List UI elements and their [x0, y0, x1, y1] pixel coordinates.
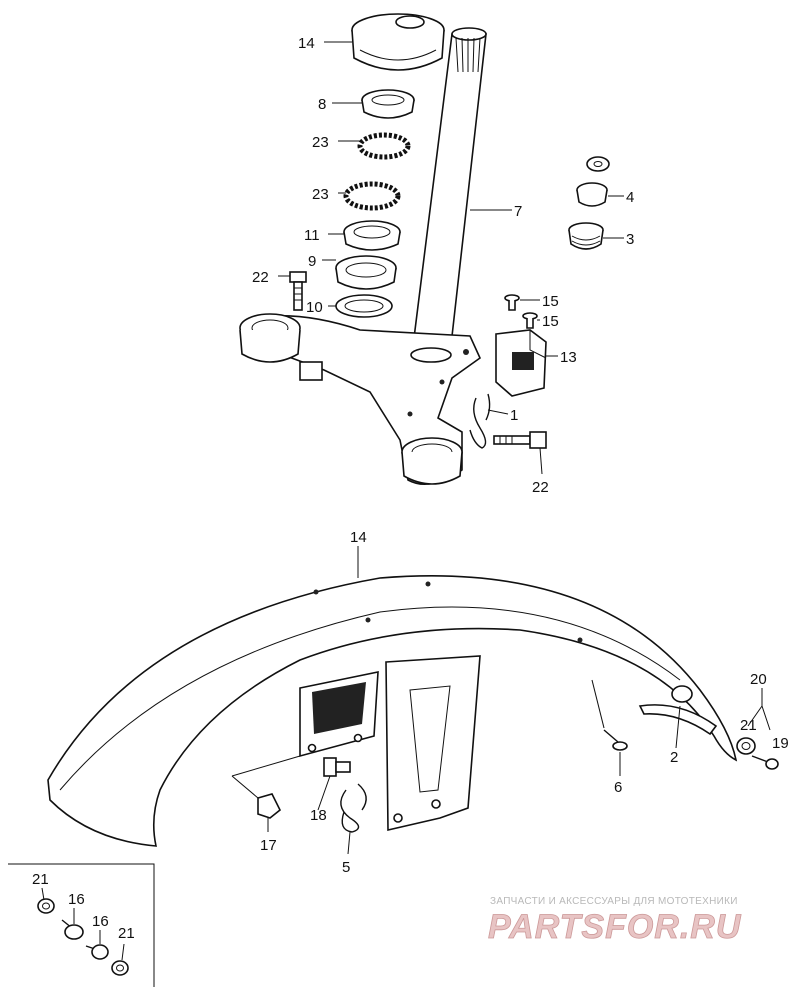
- ball-race-part: [343, 220, 401, 251]
- watermark-brand: PARTSFOR.RU: [488, 908, 742, 946]
- watermark: ЗАПЧАСТИ И АКСЕССУАРЫ ДЛЯ МОТОТЕХНИКИ PA…: [488, 896, 742, 946]
- rubber-bush-part: [568, 222, 604, 250]
- bracket-nut-part: [257, 793, 282, 819]
- callout-12: 14: [298, 35, 315, 52]
- callout-21-inset-top: 21: [32, 871, 49, 888]
- screw-upper-part: [504, 294, 520, 311]
- steel-balls-upper-part: [357, 132, 411, 160]
- rear-bolt-part: [751, 755, 779, 770]
- callout-8: 8: [318, 96, 326, 113]
- fender-bolt-part: [603, 729, 628, 751]
- callout-5: 5: [342, 859, 350, 876]
- callout-18: 18: [310, 807, 327, 824]
- cable-clip-part: [340, 783, 367, 833]
- callout-6: 6: [614, 779, 622, 796]
- callout-23-upper: 23: [312, 134, 329, 151]
- washer-part: [335, 294, 393, 318]
- callout-2: 2: [670, 749, 678, 766]
- rear-washer-part: [736, 737, 756, 755]
- steel-balls-lower-part: [343, 181, 401, 211]
- wire-clip-part: [469, 393, 491, 449]
- callout-22-lower: 22: [532, 479, 549, 496]
- pinch-bolt-upper-part: [289, 271, 307, 311]
- screw-lower-part: [522, 312, 538, 329]
- dust-seal-part: [335, 255, 397, 290]
- callout-23-lower: 23: [312, 186, 329, 203]
- steering-stem-nut-part: [351, 13, 445, 71]
- steering-stem-tube-part: [411, 27, 487, 355]
- watermark-caption: ЗАПЧАСТИ И АКСЕССУАРЫ ДЛЯ МОТОТЕХНИКИ: [490, 896, 738, 907]
- callout-21-rear: 21: [740, 717, 757, 734]
- callout-22-upper: 22: [252, 269, 269, 286]
- callout-15-upper: 15: [542, 293, 559, 310]
- fender-bracket-part: [299, 671, 379, 758]
- callout-21-inset-bottom: 21: [118, 925, 135, 942]
- callout-17: 17: [260, 837, 277, 854]
- leader-lines: [41, 41, 771, 961]
- pinch-bolt-lower-part: [493, 431, 547, 449]
- callout-10: 10: [306, 299, 323, 316]
- junction-block-part: [495, 329, 547, 397]
- callout-16-inset-top: 16: [68, 891, 85, 908]
- hardware-inset: [8, 863, 155, 987]
- rear-bracket-part: [638, 685, 718, 736]
- bracket-bolt-part: [323, 757, 351, 777]
- cone-race-part: [361, 89, 415, 119]
- bottom-bridge-part: [239, 313, 482, 486]
- callout-16-inset-bottom: 16: [92, 913, 109, 930]
- callout-19: 19: [772, 735, 789, 752]
- callout-9: 9: [308, 253, 316, 270]
- callout-3: 3: [626, 231, 634, 248]
- callout-15-lower: 15: [542, 313, 559, 330]
- callout-labels: 14 8 23 23 11 9 10 22 7 15 15 13 1 22 4 …: [32, 35, 789, 942]
- callout-1: 1: [510, 407, 518, 424]
- callout-4: 4: [626, 189, 634, 206]
- callout-20: 20: [750, 671, 767, 688]
- callout-11: 11: [304, 227, 320, 244]
- callout-13: 13: [560, 349, 577, 366]
- callout-14: 14: [350, 529, 367, 546]
- spring-cap-part: [576, 156, 610, 207]
- callout-7: 7: [514, 203, 522, 220]
- fender-stay-part: [385, 655, 481, 832]
